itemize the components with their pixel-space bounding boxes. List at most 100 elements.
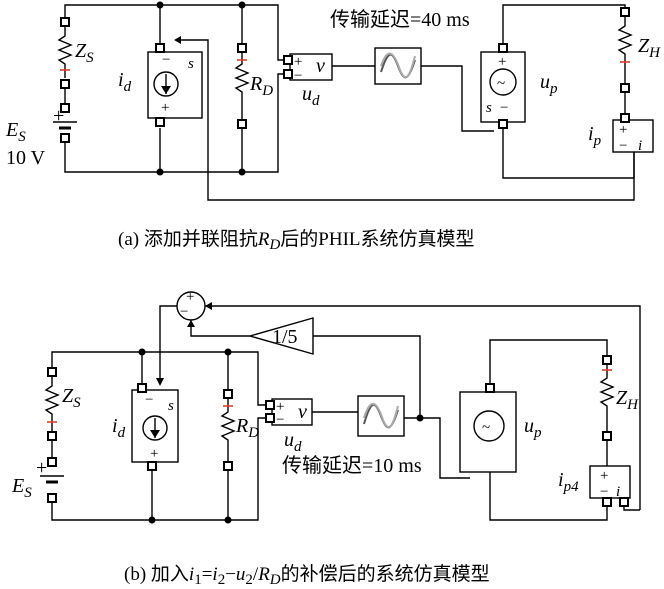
a-ip-plus: + bbox=[619, 122, 627, 138]
a-zs-label: ZS bbox=[75, 40, 94, 66]
b-vm-pin bbox=[265, 400, 275, 410]
b-id-s-port: s bbox=[168, 398, 174, 414]
a-ip-i-port: i bbox=[638, 138, 642, 154]
b-rd-label: RD bbox=[235, 415, 259, 441]
a-rd-to-v bbox=[242, 4, 288, 61]
a-ip-block bbox=[612, 119, 654, 153]
a-feedback-arrow bbox=[174, 36, 181, 44]
a-es-pin bbox=[60, 103, 70, 113]
b-id-pin bbox=[137, 383, 147, 393]
b-es-plus: + bbox=[36, 457, 47, 479]
b-zh-pin bbox=[602, 431, 612, 441]
b-feedback-ip bbox=[205, 305, 641, 510]
b-zh-pin bbox=[602, 355, 612, 365]
a-bottom-wire bbox=[64, 128, 243, 173]
a-zh-resistor bbox=[617, 16, 633, 84]
b-vm-v-port: v bbox=[298, 401, 307, 423]
b-id-minus: − bbox=[145, 392, 153, 408]
b-delay-wave bbox=[363, 403, 399, 428]
b-es-pin bbox=[47, 457, 57, 467]
b-up-tilde: ~ bbox=[482, 420, 490, 436]
a-rd-resistor bbox=[234, 52, 250, 120]
a-es-label: ES bbox=[5, 119, 26, 145]
b-zh-resistor bbox=[599, 364, 615, 432]
a-ip-label: ip bbox=[588, 123, 602, 149]
b-ip-i-port: i bbox=[616, 484, 620, 500]
b-up-block bbox=[459, 391, 517, 473]
b-zs-pin bbox=[47, 367, 57, 377]
b-rd-to-v-neg bbox=[228, 417, 268, 521]
a-up-top bbox=[502, 4, 626, 48]
b-up-bottom bbox=[489, 470, 608, 521]
a-top-wire bbox=[64, 4, 243, 48]
b-rd-pin bbox=[223, 389, 233, 399]
a-vm-pin bbox=[283, 69, 293, 79]
a-vm-pin bbox=[283, 55, 293, 65]
b-zh-label: ZH bbox=[616, 387, 639, 413]
a-voltmeter-block bbox=[289, 53, 333, 81]
a-id-minus: − bbox=[162, 52, 170, 68]
b-junction bbox=[148, 516, 156, 524]
a-ip-minus: − bbox=[619, 138, 627, 154]
b-sum-plus: + bbox=[186, 289, 194, 305]
a-zs-pin bbox=[60, 17, 70, 27]
b-sum-to-id-arrow bbox=[156, 378, 164, 386]
b-caption: (b) 加入i1=i2−u2/RD的补偿后的系统仿真模型 bbox=[124, 563, 490, 588]
a-vm-plus: + bbox=[294, 54, 302, 70]
b-junction bbox=[224, 348, 232, 356]
b-gain-label: 1/5 bbox=[272, 326, 298, 348]
a-id-pin bbox=[155, 117, 165, 127]
b-junction bbox=[138, 348, 146, 356]
b-junction bbox=[224, 516, 232, 524]
a-vm-minus: − bbox=[294, 68, 302, 84]
a-up-plus: + bbox=[498, 54, 506, 70]
a-es-pin bbox=[60, 133, 70, 143]
b-rd-pin bbox=[223, 461, 233, 471]
b-ip-minus: − bbox=[600, 484, 608, 500]
b-gain-arrow bbox=[187, 320, 195, 327]
a-delay-label: 传输延迟=40 ms bbox=[330, 8, 470, 31]
b-up-top bbox=[489, 339, 608, 392]
a-zh-pin bbox=[620, 83, 630, 93]
b-ud-label: ud bbox=[284, 429, 302, 455]
b-up-label: up bbox=[524, 415, 542, 441]
a-ud-label: ud bbox=[302, 83, 320, 109]
a-up-source-circle bbox=[489, 68, 517, 96]
a-id-arrow-head bbox=[161, 86, 171, 94]
b-up-pin bbox=[485, 383, 495, 393]
a-junction bbox=[156, 1, 164, 9]
a-zs-pin bbox=[60, 79, 70, 89]
b-id-label: id bbox=[112, 415, 126, 441]
a-delay-to-up bbox=[421, 65, 494, 132]
a-up-label: up bbox=[540, 71, 558, 97]
b-vm-pin bbox=[265, 413, 275, 423]
a-zh-pin bbox=[620, 7, 630, 17]
b-id-source-circle bbox=[142, 415, 168, 441]
a-ip-pin bbox=[620, 113, 630, 123]
b-id-plus: + bbox=[150, 446, 158, 462]
b-ip-plus: + bbox=[600, 468, 608, 484]
a-id-label: id bbox=[118, 69, 132, 95]
b-junction bbox=[416, 414, 424, 422]
b-delay-label: 传输延迟=10 ms bbox=[282, 454, 422, 477]
a-rd-label: RD bbox=[249, 73, 273, 99]
a-junction bbox=[238, 168, 246, 176]
b-es-label: ES bbox=[11, 475, 32, 501]
a-caption: (a) 添加并联阻抗RD后的PHIL系统仿真模型 bbox=[118, 228, 475, 253]
a-id-plus: + bbox=[161, 100, 169, 116]
b-sum-to-id bbox=[159, 305, 177, 382]
a-es-plus: + bbox=[53, 105, 64, 127]
a-junction bbox=[238, 1, 246, 9]
a-up-s-port: s bbox=[486, 100, 492, 116]
b-voltmeter-block bbox=[271, 398, 313, 426]
b-ip-label: ip4 bbox=[558, 469, 579, 495]
a-up-pin bbox=[498, 119, 508, 129]
a-id-block bbox=[147, 51, 203, 119]
b-vm-plus: + bbox=[276, 399, 284, 415]
b-rd-resistor bbox=[220, 398, 236, 462]
b-sum-minus: − bbox=[180, 304, 188, 320]
a-es-value: 10 V bbox=[6, 147, 46, 169]
b-feedback-arrow bbox=[205, 302, 212, 310]
a-up-block bbox=[480, 51, 526, 123]
